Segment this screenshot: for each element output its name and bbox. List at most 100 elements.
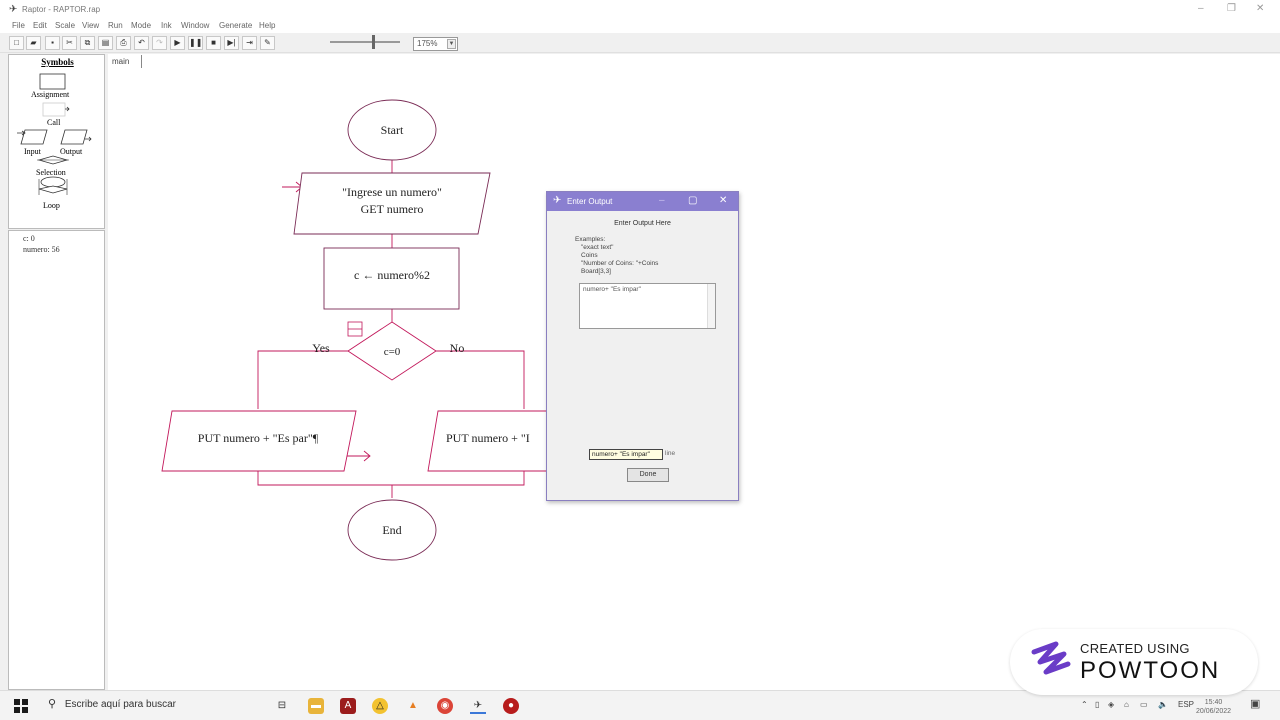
- menu-generate[interactable]: Generate: [219, 21, 253, 30]
- menu-bar: File Edit Scale View Run Mode Ink Window…: [0, 20, 1280, 33]
- close-button[interactable]: ✕: [1256, 3, 1265, 14]
- output-yes-text: PUT numero + "Es par"¶: [198, 431, 319, 445]
- flow-lines: [257, 160, 525, 498]
- new-file-icon[interactable]: □: [9, 36, 24, 50]
- powtoon-line1: CREATED USING: [1080, 641, 1190, 656]
- acrobat-icon[interactable]: A: [340, 698, 356, 714]
- tray-app-icon[interactable]: ◈: [1108, 700, 1115, 709]
- start-text: Start: [381, 123, 404, 137]
- maximize-button[interactable]: ❐: [1227, 3, 1236, 14]
- menu-mode[interactable]: Mode: [131, 21, 152, 30]
- output-textarea[interactable]: numero+ "Es impar": [579, 283, 716, 329]
- symbols-header: Symbols: [41, 57, 74, 67]
- input-get-text: GET numero: [361, 202, 424, 216]
- windows-taskbar: ⚲ Escribe aquí para buscar ⊟ ▬ A △ ▲ ◉ ✈…: [0, 690, 1280, 720]
- toolbar: □ ▰ ▪ ✂ ⧉ ▤ ⎙ ↶ ↷ ▶ ❚❚ ■ ▶| ⇥ ✎ 175% ▼: [0, 33, 1280, 53]
- cut-icon[interactable]: ✂: [62, 36, 77, 50]
- menu-ink[interactable]: Ink: [161, 21, 172, 30]
- copy-icon[interactable]: ⧉: [80, 36, 95, 50]
- raptor-dialog-icon: ✈: [553, 195, 562, 206]
- start-node[interactable]: [347, 99, 437, 161]
- decision-node[interactable]: [347, 321, 437, 381]
- example-coins: Coins: [581, 252, 598, 259]
- variables-panel: c: 0 numero: 56: [8, 230, 105, 690]
- menu-file[interactable]: File: [12, 21, 25, 30]
- symbol-label-output: Output: [60, 147, 83, 156]
- stop-icon[interactable]: ■: [206, 36, 221, 50]
- menu-help[interactable]: Help: [259, 21, 276, 30]
- file-explorer-icon[interactable]: ▬: [308, 698, 324, 714]
- ink-pen-icon[interactable]: ✎: [260, 36, 275, 50]
- tab-main[interactable]: main: [108, 55, 142, 68]
- dialog-title: Enter Output: [567, 197, 613, 206]
- input-node[interactable]: [293, 172, 491, 235]
- open-folder-icon[interactable]: ▰: [26, 36, 41, 50]
- dialog-close-icon[interactable]: ✕: [719, 195, 728, 206]
- pause-icon[interactable]: ❚❚: [188, 36, 203, 50]
- app-icon-delta[interactable]: △: [372, 698, 388, 714]
- tray-language[interactable]: ESP: [1178, 700, 1195, 709]
- assignment-node[interactable]: [323, 247, 460, 310]
- assignment-symbol[interactable]: [39, 73, 66, 90]
- notification-icon[interactable]: ▣: [1250, 698, 1261, 710]
- powtoon-line2: POWTOON: [1080, 657, 1221, 684]
- examples-block: Examples: "exact text" Coins "Number of …: [575, 236, 658, 276]
- tray-battery-icon[interactable]: ▭: [1140, 700, 1148, 709]
- menu-run[interactable]: Run: [108, 21, 123, 30]
- save-icon[interactable]: ▪: [45, 36, 60, 50]
- speed-slider-thumb[interactable]: [372, 35, 375, 49]
- variable-numero: numero: 56: [23, 245, 60, 254]
- tray-volume-icon[interactable]: 🔈: [1158, 700, 1168, 709]
- zoom-select[interactable]: 175% ▼: [413, 37, 458, 51]
- menu-edit[interactable]: Edit: [33, 21, 47, 30]
- call-symbol[interactable]: [42, 102, 66, 117]
- input-prompt-text: "Ingrese un numero": [342, 185, 442, 199]
- chrome-icon[interactable]: ◉: [437, 698, 453, 714]
- autocomplete-tail-text: line: [665, 450, 676, 457]
- tray-clock[interactable]: 15:40 20/06/2022: [1196, 698, 1231, 716]
- chevron-down-icon[interactable]: ▼: [447, 39, 456, 49]
- end-node[interactable]: [347, 499, 437, 561]
- autocomplete-suggestion[interactable]: numero+ "Es impar": [589, 449, 663, 460]
- done-button[interactable]: Done: [627, 468, 669, 482]
- paste-icon[interactable]: ▤: [98, 36, 113, 50]
- app-icon-red[interactable]: ●: [503, 698, 519, 714]
- raptor-taskbar-icon[interactable]: ✈: [470, 698, 486, 714]
- dialog-heading: Enter Output Here: [614, 220, 671, 227]
- redo-icon[interactable]: ↷: [152, 36, 167, 50]
- assignment-text: c ← numero%2: [354, 268, 430, 282]
- dialog-minimize-icon[interactable]: –: [659, 195, 665, 206]
- tray-time: 15:40: [1204, 699, 1223, 706]
- window-title: Raptor - RAPTOR.rap: [22, 5, 101, 14]
- menu-view[interactable]: View: [82, 21, 100, 30]
- symbol-label-input: Input: [24, 147, 41, 156]
- undo-icon[interactable]: ↶: [134, 36, 149, 50]
- input-symbol[interactable]: [20, 129, 48, 145]
- symbols-shapes: [17, 73, 92, 195]
- play-icon[interactable]: ▶: [170, 36, 185, 50]
- vlc-icon[interactable]: ▲: [408, 700, 418, 711]
- symbol-label-call: Call: [47, 118, 61, 127]
- tray-notes-icon[interactable]: ▯: [1095, 700, 1100, 709]
- task-view-icon[interactable]: ⊟: [277, 700, 287, 711]
- textarea-scrollbar[interactable]: [707, 284, 715, 328]
- speed-slider-track[interactable]: [330, 41, 400, 43]
- minimize-button[interactable]: –: [1198, 3, 1204, 14]
- menu-window[interactable]: Window: [181, 21, 210, 30]
- windows-start-icon[interactable]: [14, 699, 28, 713]
- menu-scale[interactable]: Scale: [55, 21, 76, 30]
- tray-network-icon[interactable]: ⌂: [1124, 700, 1129, 709]
- tray-date: 20/06/2022: [1196, 708, 1232, 715]
- output-no-text: PUT numero + "I: [446, 431, 530, 445]
- step-complete-icon[interactable]: ⇥: [242, 36, 257, 50]
- taskbar-search[interactable]: ⚲ Escribe aquí para buscar: [48, 697, 176, 710]
- loop-symbol[interactable]: [40, 176, 66, 188]
- tray-chevron-up-icon[interactable]: ⌃: [1081, 700, 1088, 709]
- example-concat: "Number of Coins: "+Coins: [581, 260, 659, 267]
- step-icon[interactable]: ▶|: [224, 36, 239, 50]
- output-symbol[interactable]: [60, 129, 88, 145]
- powtoon-watermark: CREATED USING POWTOON: [1010, 629, 1258, 695]
- output-yes-node[interactable]: [161, 410, 357, 472]
- print-icon[interactable]: ⎙: [116, 36, 131, 50]
- dialog-maximize-icon[interactable]: ▢: [688, 195, 698, 206]
